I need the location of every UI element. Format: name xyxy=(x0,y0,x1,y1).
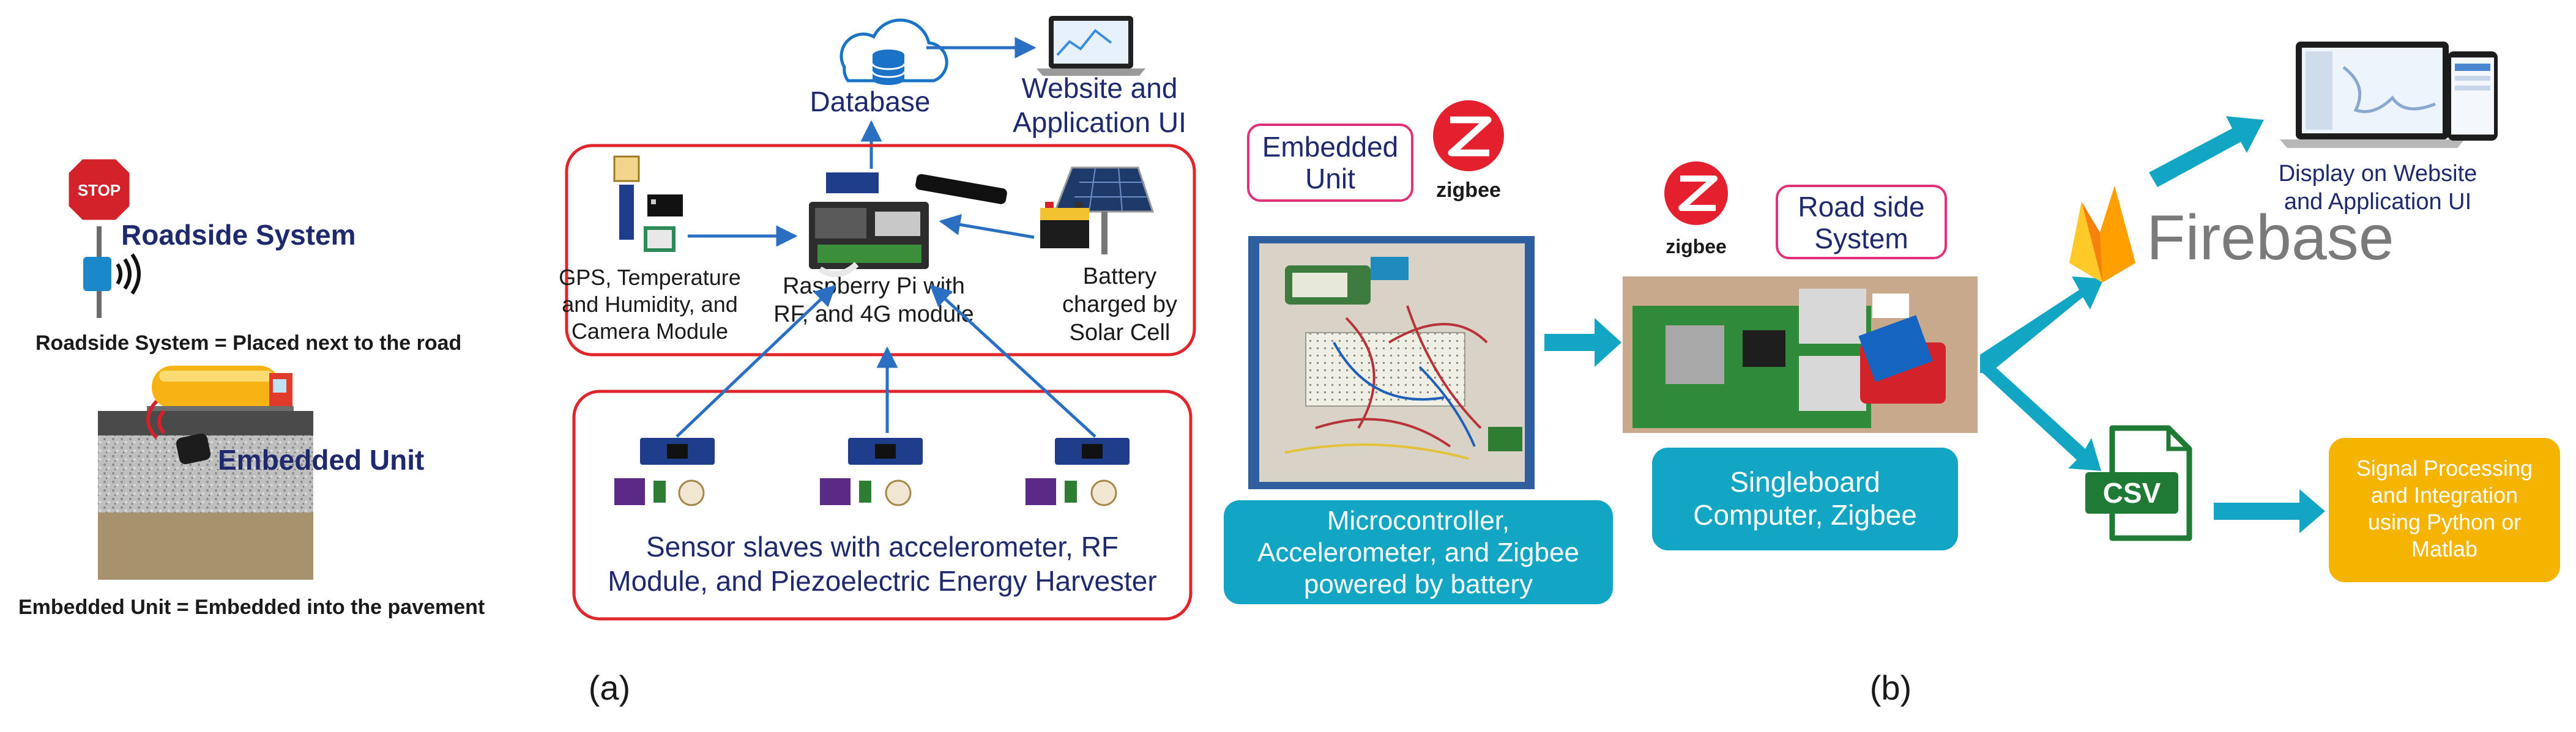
signal-line2: and Integration xyxy=(2371,482,2518,508)
micro-line1: Microcontroller, xyxy=(1327,506,1509,536)
signal-line4: Matlab xyxy=(2411,536,2477,561)
arrow-sensor1-to-rpi xyxy=(676,284,836,438)
display-line2: and Application UI xyxy=(2284,189,2471,215)
embedded-unit-line2: Unit xyxy=(1305,163,1355,194)
display-line1: Display on Website xyxy=(2279,161,2477,187)
arrow-sensor3-to-rpi xyxy=(929,284,1096,438)
raspberry-pi-icon xyxy=(809,172,1007,278)
battery-label-line1: Battery xyxy=(1083,264,1156,289)
zigbee-brand-1: zigbee xyxy=(1436,179,1501,202)
panel-a-sublabel: (a) xyxy=(589,668,630,707)
firebase-label: Firebase xyxy=(2146,202,2394,273)
sensor-frame xyxy=(572,390,1193,621)
embedded-unit-box xyxy=(1247,124,1413,202)
micro-line3: powered by battery xyxy=(1304,569,1533,599)
antenna-icon xyxy=(83,253,141,295)
roadside-line1: Road side xyxy=(1798,191,1924,223)
gps-label-line1: GPS, Temperature xyxy=(559,265,740,290)
singleboard-computer-photo xyxy=(1623,276,1978,433)
signal-line3: using Python or xyxy=(2368,509,2521,534)
rpi-label-line1: Raspberry Pi with xyxy=(783,273,965,299)
sbc-box xyxy=(1652,448,1958,550)
website-label-line2: Application UI xyxy=(1013,106,1186,138)
zigbee-logo-icon: zigbee xyxy=(1664,161,1728,257)
embedded-unit-title: Embedded Unit xyxy=(218,444,424,476)
zigbee-brand-2: zigbee xyxy=(1666,235,1727,257)
arrow-csv-to-signal xyxy=(2214,489,2325,533)
roadside-system-title: Roadside System xyxy=(121,219,356,251)
embedded-sensor-icon xyxy=(146,399,211,465)
stop-sign-text: STOP xyxy=(78,181,121,199)
roadside-system-box xyxy=(1776,185,1947,259)
arrow-to-firebase xyxy=(1980,276,2104,373)
arrow-to-csv xyxy=(1980,362,2101,471)
breadboard-photo xyxy=(1248,236,1535,489)
battery-icon xyxy=(1040,202,1089,248)
sensor-label-line1: Sensor slaves with accelerometer, RF xyxy=(646,531,1119,563)
micro-box xyxy=(1224,500,1613,604)
firebase-flame-icon xyxy=(2069,186,2135,283)
arrow-battery-to-rpi xyxy=(939,214,1035,239)
csv-file-icon: CSV xyxy=(2085,425,2192,541)
laptop-phone-icon xyxy=(2280,42,2498,148)
sbc-line2: Computer, Zigbee xyxy=(1693,499,1917,531)
cloud-database-icon xyxy=(839,18,948,85)
csv-label: CSV xyxy=(2103,477,2161,509)
roadside-system-caption: Roadside System = Placed next to the roa… xyxy=(35,331,461,355)
micro-line2: Accelerometer, and Zigbee xyxy=(1257,538,1579,567)
sensor-board-icon xyxy=(820,438,923,506)
signal-processing-box xyxy=(2329,438,2560,582)
sensor-board-icon xyxy=(614,438,715,506)
gps-label-line2: and Humidity, and xyxy=(562,292,738,317)
database-label: Database xyxy=(810,86,931,117)
sensor-label-line2: Module, and Piezoelectric Energy Harvest… xyxy=(608,565,1156,597)
battery-label-line3: Solar Cell xyxy=(1070,320,1171,346)
gps-label-line3: Camera Module xyxy=(571,319,728,344)
website-label-line1: Website and xyxy=(1022,72,1178,104)
arrow-embedded-to-roadside xyxy=(1544,318,1621,367)
sensor-board-icon xyxy=(1026,438,1130,506)
signal-line1: Signal Processing xyxy=(2356,456,2533,481)
roadside-line2: System xyxy=(1814,223,1908,254)
embedded-unit-line1: Embedded xyxy=(1262,131,1399,163)
arrow-firebase-to-display xyxy=(2149,116,2264,187)
gps-module-icon xyxy=(613,155,683,252)
panel-b-sublabel: (b) xyxy=(1870,668,1912,707)
battery-label-line2: charged by xyxy=(1062,292,1177,317)
laptop-icon xyxy=(1037,16,1145,76)
sbc-line1: Singleboard xyxy=(1730,466,1880,498)
solar-panel-icon xyxy=(1053,166,1155,254)
zigbee-logo-icon: zigbee xyxy=(1433,100,1504,202)
embedded-unit-caption: Embedded Unit = Embedded into the paveme… xyxy=(18,596,485,619)
